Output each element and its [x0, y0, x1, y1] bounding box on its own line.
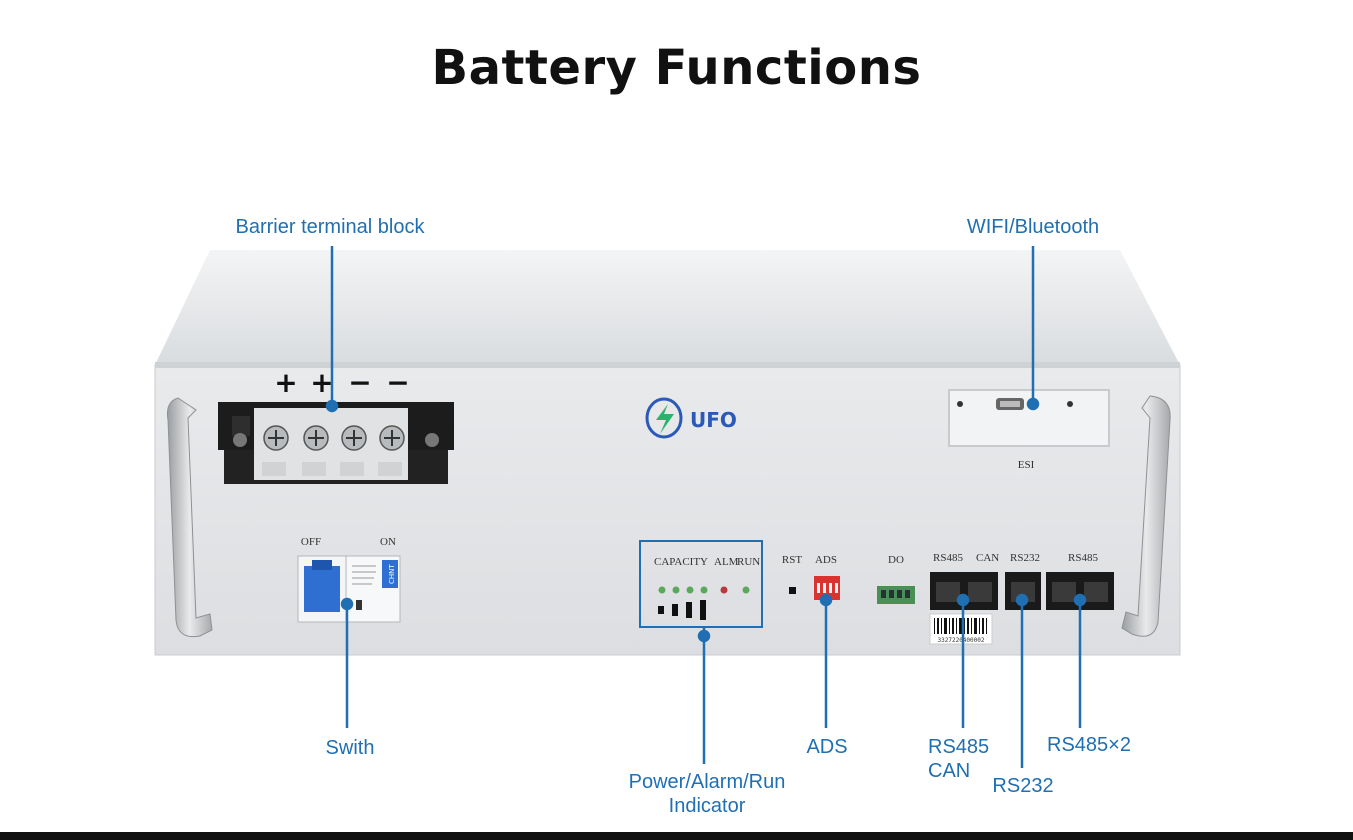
battery-top-surface	[155, 250, 1180, 365]
switch-on-label: ON	[380, 536, 396, 548]
ufo-logo: UFO	[645, 397, 737, 439]
terminal-block	[218, 402, 454, 484]
breaker-switch: CHNT	[297, 555, 401, 623]
run-label: RUN	[737, 556, 760, 568]
rs485-can-port-label: RS485	[933, 552, 963, 564]
wifi-module	[948, 389, 1110, 447]
rs485-port-label: RS485	[1068, 552, 1098, 564]
terminal-plus-2: +	[310, 366, 333, 399]
logo-text: UFO	[690, 408, 737, 432]
callout-lines	[325, 246, 1087, 768]
esi-label: ESI	[1018, 459, 1035, 471]
bottom-edge-bar	[0, 832, 1353, 840]
rs232-port-label: RS232	[1010, 552, 1040, 564]
do-label: DO	[888, 554, 904, 566]
callout-rs485-can: RS485 CAN	[928, 736, 990, 782]
do-connector	[877, 586, 915, 604]
rs485-can-ports	[930, 572, 998, 610]
callout-ads: ADS	[806, 736, 848, 758]
terminal-plus-1: +	[274, 366, 297, 399]
ads-panel-label: ADS	[815, 554, 837, 566]
terminal-minus-1: −	[348, 366, 371, 399]
left-handle-icon	[167, 397, 213, 638]
page-title: Battery Functions	[431, 40, 922, 96]
barcode-sticker: 3327220400002	[929, 613, 993, 645]
capacity-leds	[658, 586, 750, 594]
can-port-label: CAN	[976, 552, 999, 564]
barcode-number: 3327220400002	[938, 637, 985, 644]
callout-wifi-bluetooth: WIFI/Bluetooth	[966, 216, 1100, 238]
callout-terminal-block: Barrier terminal block	[235, 216, 425, 238]
right-handle-icon	[1121, 395, 1171, 637]
callout-rs232: RS232	[992, 775, 1054, 797]
indicator-highlight-box	[639, 540, 763, 628]
capacity-bars	[658, 600, 706, 620]
breaker-brand: CHNT	[388, 564, 396, 584]
callout-rs485x2: RS485×2	[1047, 734, 1131, 756]
terminal-minus-2: −	[386, 366, 409, 399]
switch-off-label: OFF	[301, 536, 321, 548]
rst-label: RST	[782, 554, 802, 566]
capacity-label: CAPACITY	[654, 556, 708, 568]
callout-switch: Swith	[325, 737, 375, 759]
alm-label: ALM	[714, 556, 739, 568]
callout-indicator: Power/Alarm/Run Indicator	[628, 771, 786, 817]
rst-button	[789, 587, 796, 594]
